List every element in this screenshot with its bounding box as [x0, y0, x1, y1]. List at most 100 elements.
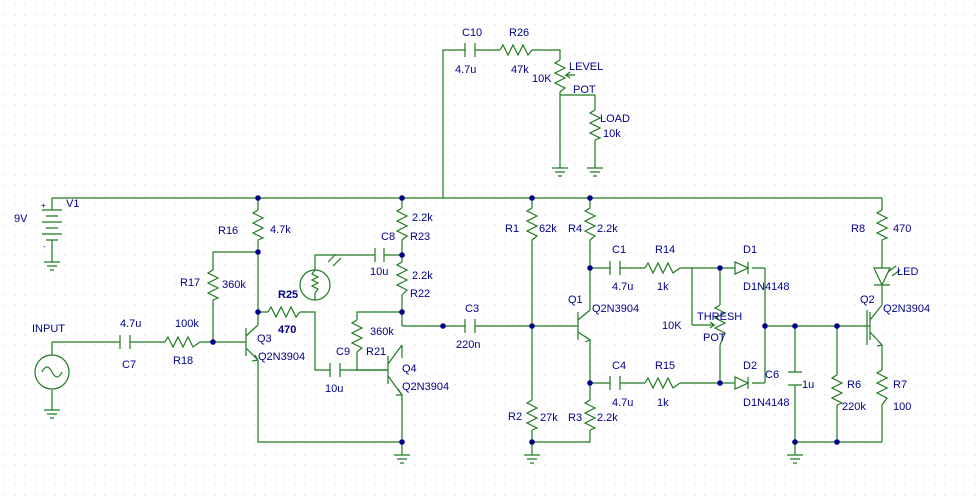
label-d2: D2: [743, 360, 757, 372]
label-r6: R6: [847, 379, 861, 391]
resistor-load: [588, 109, 602, 141]
label-q4: Q4: [402, 363, 417, 375]
label-r26-value: 47k: [511, 64, 529, 76]
label-c1: C1: [612, 244, 626, 256]
transistor-q4: [370, 344, 404, 396]
label-thresh: THRESH: [697, 311, 742, 323]
capacitor-c3: [464, 319, 476, 333]
label-c3-value: 220n: [456, 339, 480, 351]
label-r18-value: 100k: [175, 318, 199, 330]
label-thresh-pot: POT: [703, 332, 726, 344]
capacitor-c1: [609, 261, 621, 275]
label-r23: R23: [410, 231, 430, 243]
label-r18: R18: [173, 355, 193, 367]
ldr-r25: [299, 253, 342, 301]
diode-d1: [734, 261, 750, 275]
resistor-level: [553, 59, 567, 93]
label-load: LOAD: [600, 113, 630, 125]
label-q3-model: Q2N3904: [258, 351, 305, 363]
label-r15-value: 1k: [657, 397, 669, 409]
capacitor-c7: [119, 335, 131, 349]
resistor-r3: [583, 399, 597, 431]
capacitor-c6: [788, 371, 802, 386]
label-c3: C3: [465, 303, 479, 315]
diodes: [734, 261, 901, 390]
label-thresh-value: 10K: [662, 320, 682, 332]
resistor-r25: [267, 305, 301, 319]
grounds: [44, 167, 803, 464]
label-r2: R2: [508, 411, 522, 423]
label-c9: C9: [336, 346, 350, 358]
resistor-r2: [525, 399, 539, 431]
junction-dots: [210, 195, 840, 445]
label-r16-value: 4.7k: [270, 224, 291, 236]
resistor-r22: [395, 261, 409, 296]
label-load-value: 10k: [603, 128, 621, 140]
resistor-r18: [164, 335, 201, 349]
capacitor-c4: [609, 376, 621, 390]
label-led: LED: [897, 266, 918, 278]
label-r21: R21: [366, 346, 386, 358]
transistor-q2: [867, 304, 884, 347]
label-v1: V1: [66, 198, 79, 210]
label-r1: R1: [505, 223, 519, 235]
label-d1: D1: [743, 244, 757, 256]
capacitors: [119, 43, 802, 390]
label-r17-value: 360k: [222, 279, 246, 291]
capacitor-c10: [464, 43, 476, 57]
label-c10-value: 4.7u: [455, 64, 476, 76]
label-r23-value: 2.2k: [412, 212, 433, 224]
label-c4: C4: [612, 360, 626, 372]
label-r3: R3: [568, 412, 582, 424]
label-c9-value: 10u: [325, 383, 343, 395]
label-r25: R25: [278, 289, 298, 301]
label-r22: R22: [410, 288, 430, 300]
resistor-r8: [875, 209, 889, 241]
label-r4: R4: [568, 223, 582, 235]
label-c10: C10: [462, 27, 482, 39]
label-r4-value: 2.2k: [597, 223, 618, 235]
label-d1-model: D1N4148: [743, 281, 789, 293]
label-r14-value: 1k: [657, 281, 669, 293]
label-r26: R26: [509, 27, 529, 39]
battery-v1: [42, 209, 62, 241]
wires: [51, 49, 883, 455]
label-r7: R7: [893, 379, 907, 391]
resistor-r23: [395, 207, 409, 241]
label-r8: R8: [851, 223, 865, 235]
label-r16: R16: [218, 225, 238, 237]
label-r1-value: 62k: [539, 223, 557, 235]
label-v1-plus: +: [41, 201, 46, 210]
diode-d2: [734, 376, 750, 390]
label-q3: Q3: [257, 333, 272, 345]
resistor-r1: [525, 207, 539, 241]
label-r2-value: 27k: [540, 412, 558, 424]
resistor-r4: [583, 207, 597, 241]
label-c7-value: 4.7u: [120, 318, 141, 330]
label-input: INPUT: [32, 323, 65, 335]
label-level-pot: POT: [573, 84, 596, 96]
label-level: LEVEL: [569, 61, 603, 73]
ac-source-input: [34, 342, 70, 390]
label-r3-value: 2.2k: [597, 412, 618, 424]
transistor-q1: [575, 309, 592, 343]
resistor-r16: [251, 209, 265, 241]
resistor-r21: [350, 319, 364, 353]
resistors: [164, 43, 889, 431]
label-c8-value: 10u: [370, 266, 388, 278]
label-r7-value: 100: [893, 401, 911, 413]
label-d2-model: D1N4148: [743, 397, 789, 409]
label-r14: R14: [655, 244, 675, 256]
labels: C10 4.7u R26 47k 10K LEVEL POT LOAD 10k …: [14, 27, 930, 424]
transistors: [240, 304, 884, 396]
label-q4-model: Q2N3904: [402, 381, 449, 393]
resistor-r17: [206, 269, 220, 301]
label-c8: C8: [381, 231, 395, 243]
label-c1-value: 4.7u: [612, 281, 633, 293]
label-level-value: 10K: [532, 73, 552, 85]
resistor-r26: [499, 43, 533, 57]
label-q1: Q1: [568, 294, 583, 306]
label-r17: R17: [180, 277, 200, 289]
wiper-thresh: [705, 321, 716, 329]
